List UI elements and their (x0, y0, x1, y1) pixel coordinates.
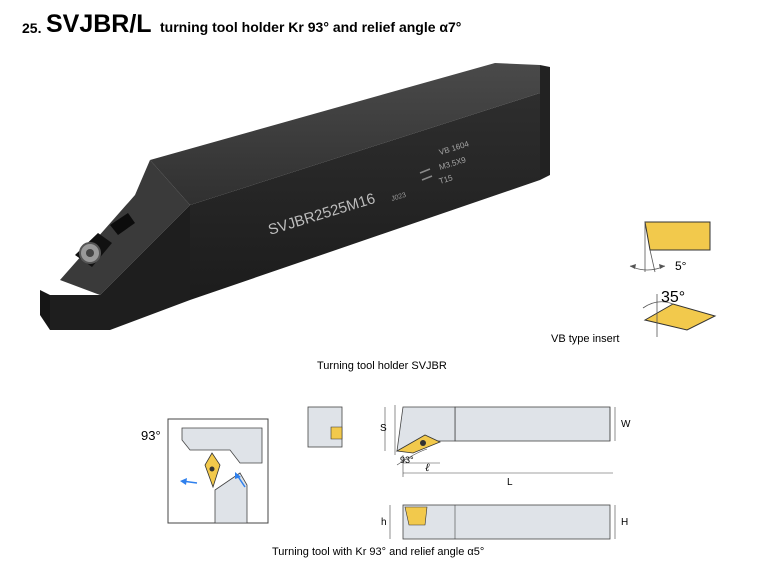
angle-small-label: 93° (400, 455, 414, 465)
side-view: h H (381, 504, 628, 540)
dim-w-label: W (621, 419, 631, 430)
insert-detail-diagram: 5° 35° (629, 221, 717, 337)
tip-angle-label: 35° (661, 289, 685, 306)
end-view (307, 406, 343, 448)
insert-caption: VB type insert (551, 333, 620, 345)
drawing-caption: Turning tool with Kr 93° and relief angl… (272, 546, 485, 558)
section-number: 25. (22, 20, 42, 36)
tool-code-title: SVJBR/L (46, 10, 152, 38)
top-view: S W 93° ℓ L (380, 405, 631, 488)
insert-top-view (643, 303, 717, 331)
tool-holder-photo: SVJBR2525M16 J023 VB 1604 M3.5X9 T15 (40, 63, 550, 330)
relief-angle-label: 5° (675, 259, 687, 273)
dim-H-label: H (621, 517, 628, 528)
dim-l-small-label: ℓ (425, 462, 430, 474)
engraving-sub: J023 (391, 192, 408, 203)
technical-drawings: 93° S W 93° ℓ L h H (141, 405, 631, 540)
tool-description: turning tool holder Kr 93° and relief an… (160, 19, 462, 35)
approach-angle-schematic: 93° (141, 418, 269, 524)
engraving-key: T15 (438, 173, 454, 186)
dim-h-label: h (381, 517, 387, 528)
engraving-icons (419, 168, 433, 181)
photo-caption: Turning tool holder SVJBR (317, 360, 447, 372)
approach-angle-label: 93° (141, 428, 161, 443)
dim-l-label: L (507, 477, 513, 488)
dim-s-label: S (380, 423, 387, 434)
insert-side-view (644, 221, 711, 251)
clamp (110, 213, 135, 235)
